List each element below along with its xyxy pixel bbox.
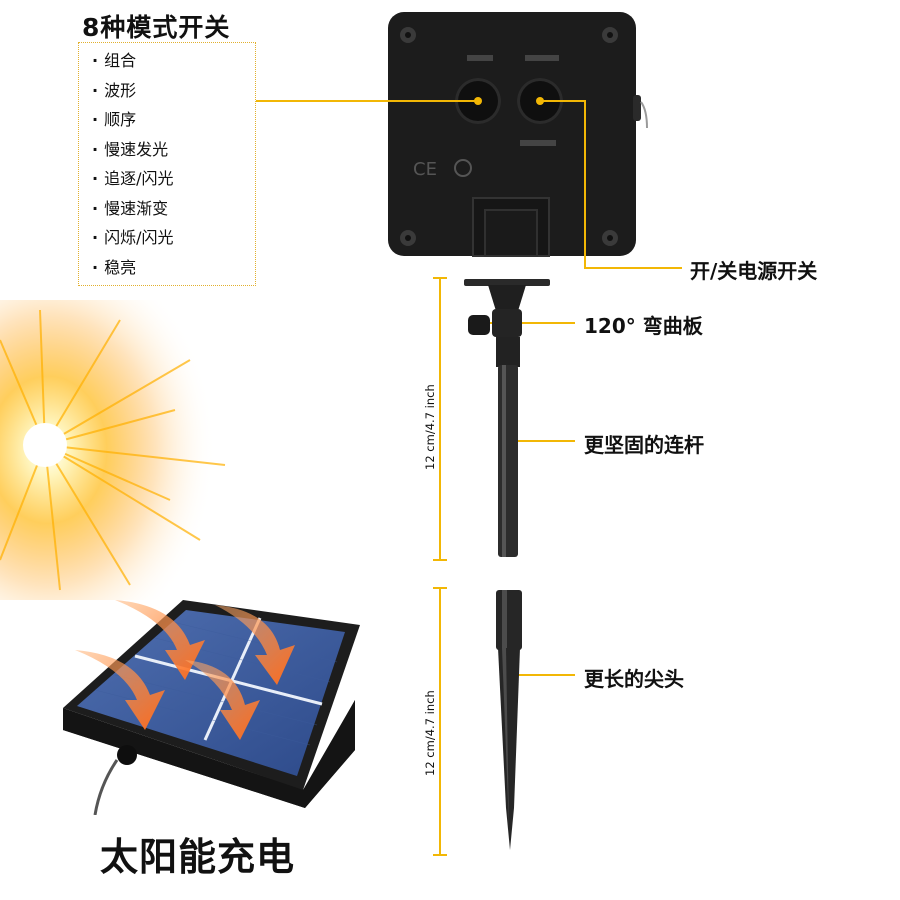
stake-rod [464,279,550,557]
modes-title: 8种模式开关 [82,13,231,42]
mode-item: 波形 [92,80,173,110]
svg-text:CE: CE [413,159,437,180]
rod-label: 更坚固的连杆 [584,433,704,457]
mode-item: 组合 [92,50,173,80]
controller-box: CE [388,12,648,257]
solar-panel [63,600,360,815]
spike-dimension-label: 12 cm/4.7 inch [423,690,437,776]
mode-item: 闪烁/闪光 [92,227,173,257]
stake-spike [496,590,522,850]
mode-item: 慢速渐变 [92,198,173,228]
bracket-label: 120° 弯曲板 [584,314,703,338]
mode-item: 稳亮 [92,257,173,287]
rod-dimension-label: 12 cm/4.7 inch [423,384,437,470]
solar-charging-label: 太阳能充电 [100,835,296,879]
spike-label: 更长的尖头 [584,667,684,691]
mode-item: 顺序 [92,109,173,139]
power-switch-label: 开/关电源开关 [690,259,818,283]
modes-list: 组合波形顺序慢速发光追逐/闪光慢速渐变闪烁/闪光稳亮 [92,50,173,286]
mode-item: 追逐/闪光 [92,168,173,198]
mode-item: 慢速发光 [92,139,173,169]
sun-graphic [0,300,240,600]
